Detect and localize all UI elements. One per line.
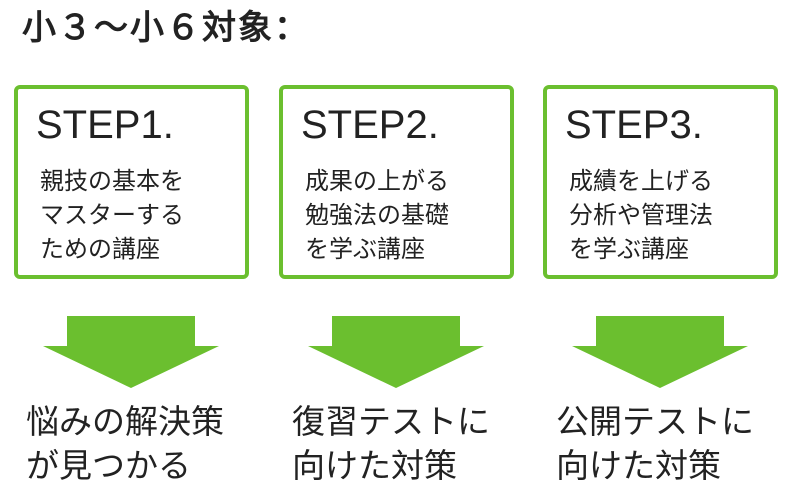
step-card-1: STEP1. 親技の基本を マスターする ための講座 [14,85,249,279]
step-description-line: 成績を上げる [569,167,713,195]
step-description-line: ための講座 [40,235,160,263]
step-outcome-2: 復習テストに 向けた対策 [292,400,490,488]
step-outcome-1: 悩みの解決策 が見つかる [26,400,224,488]
down-arrow-icon [308,316,484,388]
step-description-line: 成果の上がる [305,167,449,195]
down-arrow-icon [572,316,748,388]
page-title: 小３〜小６対象： [22,8,310,48]
step-description: 成績を上げる 分析や管理法 を学ぶ講座 [569,164,713,266]
step-description-line: 分析や管理法 [569,201,713,229]
step-description: 親技の基本を マスターする ための講座 [40,164,184,266]
step-heading: STEP1. [36,103,174,147]
outcome-line: 復習テストに [292,402,490,441]
step-description: 成果の上がる 勉強法の基礎 を学ぶ講座 [305,164,449,266]
outcome-line: 向けた対策 [292,446,457,485]
step-card-2: STEP2. 成果の上がる 勉強法の基礎 を学ぶ講座 [279,85,514,279]
step-description-line: マスターする [40,201,184,229]
outcome-line: 悩みの解決策 [26,402,224,441]
down-arrow-icon [43,316,219,388]
step-heading: STEP2. [301,103,439,147]
step-description-line: 勉強法の基礎 [305,201,449,229]
step-description-line: 親技の基本を [40,167,184,195]
step-outcome-3: 公開テストに 向けた対策 [556,400,754,488]
step-heading: STEP3. [565,103,703,147]
step-card-3: STEP3. 成績を上げる 分析や管理法 を学ぶ講座 [543,85,778,279]
outcome-line: が見つかる [26,446,191,485]
outcome-line: 向けた対策 [556,446,721,485]
step-description-line: を学ぶ講座 [305,235,425,263]
step-description-line: を学ぶ講座 [569,235,689,263]
outcome-line: 公開テストに [556,402,754,441]
